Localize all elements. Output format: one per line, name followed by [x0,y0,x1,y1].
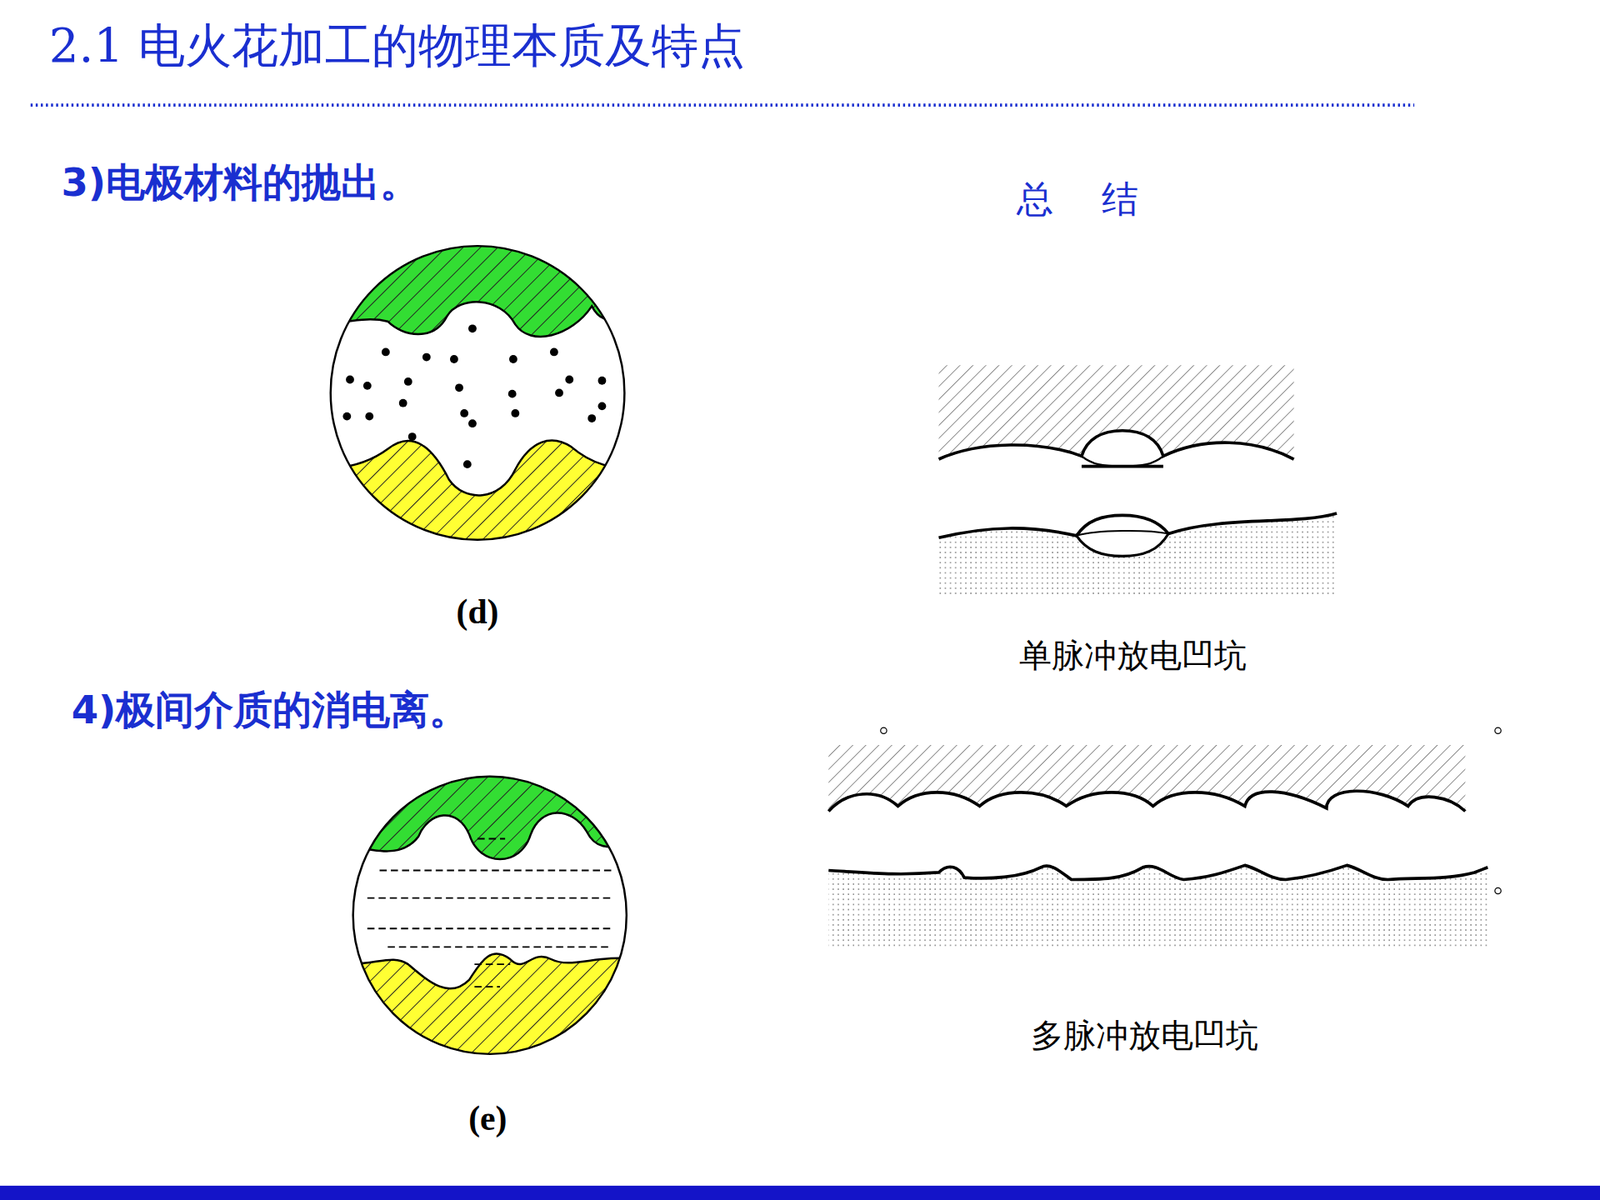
footer-bar [0,1185,1600,1200]
electrode-circle-d [316,242,644,551]
figure-caption: 多脉冲放电凹坑 [1030,1016,1259,1055]
step-heading: 3)电极材料的抛出。 [60,161,420,207]
single-pulse-figure [939,365,1338,597]
figure-caption: (e) [468,1099,507,1140]
electrode-circle-e [346,770,638,1061]
step-heading: 4)极间介质的消电离。 [71,689,470,735]
multi-pulse-figure [828,727,1501,950]
summary-heading: 总 结 [1016,177,1157,220]
figure-caption: 单脉冲放电凹坑 [1019,637,1247,675]
title-rule [30,103,1415,107]
slide-title: 2.1 电火花加工的物理本质及特点 [49,19,745,74]
figure-caption: (d) [456,592,500,633]
